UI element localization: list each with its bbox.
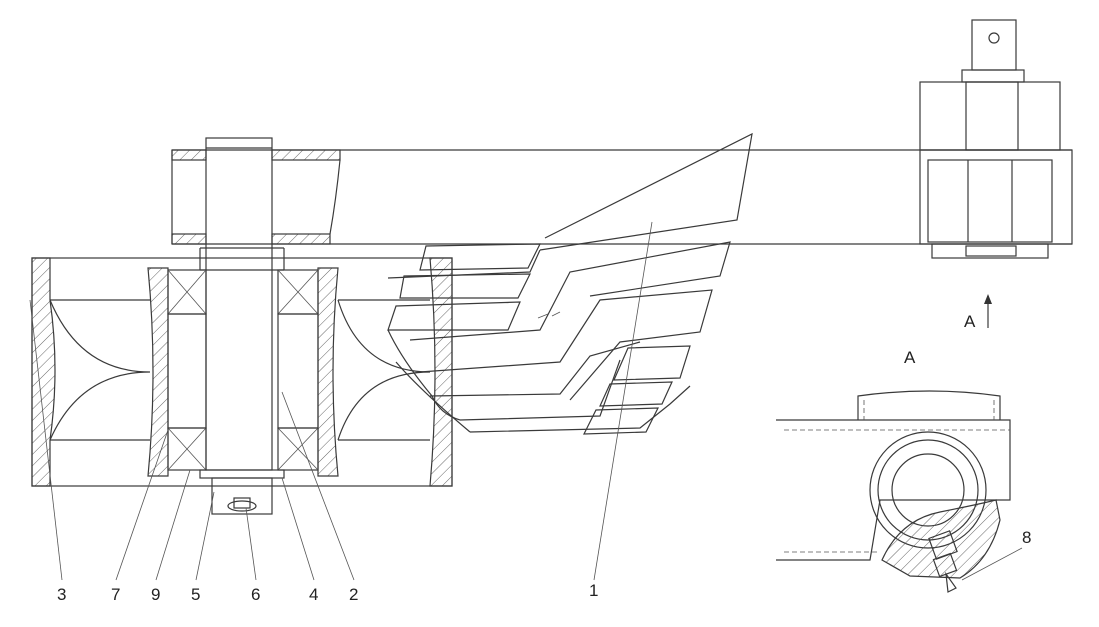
callout-6: 6 <box>251 585 260 604</box>
detail-view-title: A <box>904 348 916 367</box>
callout-1: 1 <box>589 581 598 600</box>
bearings <box>167 269 319 471</box>
side-view <box>919 19 1073 259</box>
callout-5: 5 <box>191 585 200 604</box>
view-arrow-label: A <box>964 312 976 331</box>
housing <box>31 257 453 487</box>
pin-shaft <box>199 137 285 471</box>
callout-4: 4 <box>309 585 318 604</box>
callout-7: 7 <box>111 585 120 604</box>
axle-beam <box>171 149 1072 245</box>
leader-lines <box>29 221 1023 581</box>
callout-9: 9 <box>151 585 160 604</box>
callout-3: 3 <box>57 585 66 604</box>
grease-nipple <box>928 530 958 593</box>
callout-2: 2 <box>349 585 358 604</box>
view-arrow <box>984 294 992 328</box>
callouts: 3 7 9 5 6 4 2 1 8 A A <box>57 312 1031 604</box>
nut-assembly <box>199 469 285 515</box>
callout-8: 8 <box>1022 528 1031 547</box>
leaf-spring <box>387 132 753 435</box>
detail-view-a <box>776 390 1011 593</box>
